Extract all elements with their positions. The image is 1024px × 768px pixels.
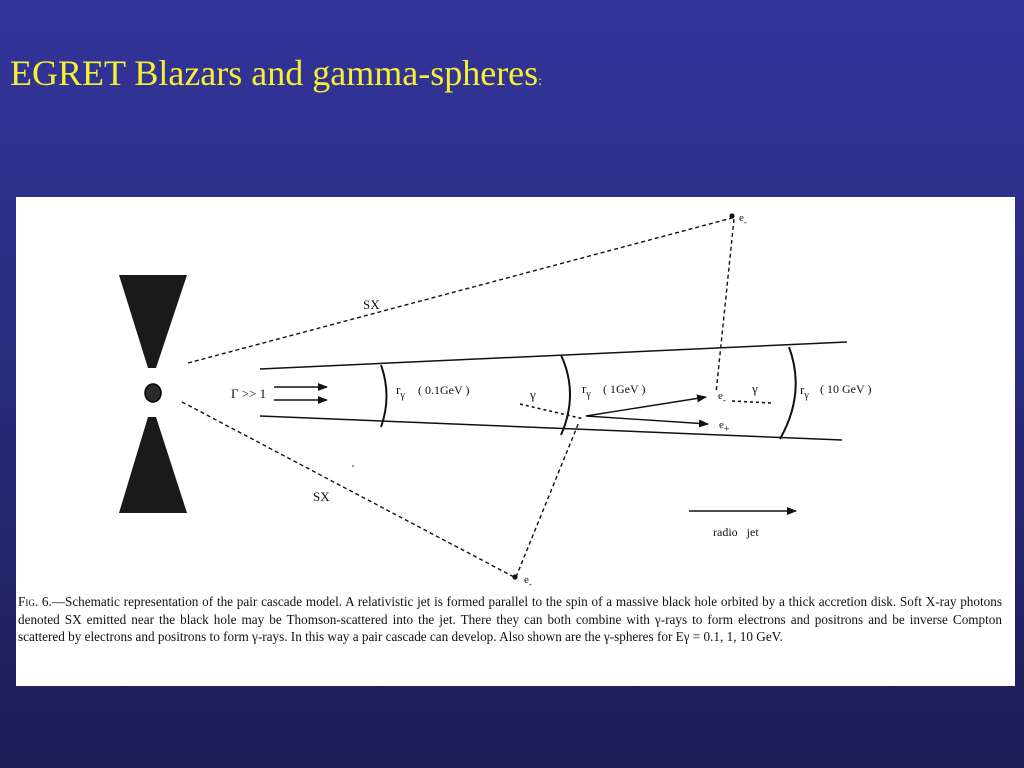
caption-lead: Fig. 6. <box>18 594 52 609</box>
positron-mid-sub: + <box>724 424 730 435</box>
electron-bottom-dot <box>512 574 518 580</box>
sphere-label-2: ( 1GeV ) <box>603 382 645 396</box>
lorentz-factor-label: Γ >> 1 <box>231 386 266 401</box>
accretion-disk-upper <box>119 275 187 368</box>
r-gamma-label-1: rγ <box>396 382 405 401</box>
scatter-path-lower <box>515 421 580 578</box>
scatter-path-upper <box>715 218 735 394</box>
radio-jet-label: radio jet <box>713 525 759 539</box>
r-gamma-label-2: rγ <box>582 381 591 400</box>
r-gamma-1-r: r <box>396 382 401 397</box>
jet-boundary-lower <box>259 415 843 441</box>
r-gamma-3-r: r <box>800 382 805 397</box>
electron-top-label: e- <box>739 212 747 227</box>
sx-path-upper <box>187 217 733 364</box>
r-gamma-3-sub: γ <box>803 390 809 401</box>
electron-top-e: e <box>739 212 744 224</box>
electron-mid-sub: - <box>723 395 726 405</box>
sx-label-upper: SX <box>363 297 380 312</box>
electron-bottom-label: e- <box>524 574 532 589</box>
r-gamma-2-r: r <box>582 381 587 396</box>
electron-bottom-e: e <box>524 574 529 586</box>
black-hole <box>144 383 162 403</box>
slide-title-text: EGRET Blazars and gamma-spheres <box>10 53 539 93</box>
gamma-sphere-arc-3 <box>779 346 797 440</box>
positron-arrow <box>585 415 709 428</box>
sx-path-lower <box>181 401 515 578</box>
accretion-disk-lower <box>119 417 187 513</box>
gamma-label-2: γ <box>751 381 758 396</box>
figure-caption: Fig. 6.—Schematic representation of the … <box>18 593 1002 646</box>
caption-text: —Schematic representation of the pair ca… <box>18 594 1002 645</box>
gamma-label-1: γ <box>529 387 536 402</box>
figure-panel: SX SX Γ >> 1 rγ ( 0.1GeV ) rγ ( 1GeV ) r… <box>16 197 1015 686</box>
electron-mid-label: e- <box>718 390 726 405</box>
electron-top-dot <box>729 213 735 219</box>
pair-cascade-diagram: SX SX Γ >> 1 rγ ( 0.1GeV ) rγ ( 1GeV ) r… <box>119 212 871 589</box>
slide-title-colon: : <box>538 74 543 89</box>
gamma-sphere-arc-2 <box>560 354 571 436</box>
electron-bottom-sub: - <box>529 579 532 589</box>
gamma-sphere-arc-1 <box>380 364 388 428</box>
electron-arrow <box>585 394 707 417</box>
positron-mid-e: e <box>719 419 724 431</box>
sphere-label-1: ( 0.1GeV ) <box>418 383 469 397</box>
scan-speck <box>351 464 355 468</box>
sphere-label-3: ( 10 GeV ) <box>820 382 871 396</box>
positron-mid-label: e+ <box>719 419 730 435</box>
gamma-ray-path-1 <box>519 403 585 420</box>
r-gamma-label-3: rγ <box>800 382 809 401</box>
electron-mid-e: e <box>718 390 723 402</box>
electron-top-sub: - <box>744 217 747 227</box>
jet-boundary-upper <box>259 341 848 370</box>
gamma-ray-path-2 <box>731 400 772 404</box>
sx-label-lower: SX <box>313 489 330 504</box>
slide-title: EGRET Blazars and gamma-spheres: <box>10 52 542 94</box>
r-gamma-2-sub: γ <box>585 389 591 400</box>
r-gamma-1-sub: γ <box>399 390 405 401</box>
